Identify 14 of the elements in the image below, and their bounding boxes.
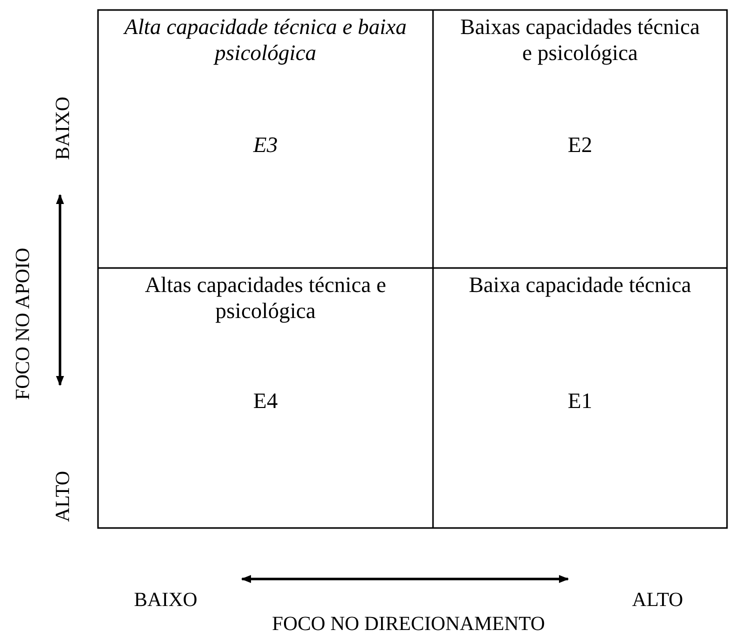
axis-title: FOCO NO APOIO bbox=[12, 248, 34, 400]
quadrant-code: E2 bbox=[568, 132, 592, 158]
quadrant-code: E1 bbox=[568, 388, 592, 414]
axis-end-label: ALTO bbox=[52, 470, 74, 522]
axis-end-label: BAIXO bbox=[134, 589, 198, 611]
quadrant-description: Baixas capacidades técnica e psicológica bbox=[459, 14, 701, 66]
axis-end-label: ALTO bbox=[632, 589, 684, 611]
axis-end-label: BAIXO bbox=[52, 96, 74, 160]
quadrant-description: Alta capacidade técnica e baixa psicológica bbox=[122, 14, 408, 66]
axis-title: FOCO NO DIRECIONAMENTO bbox=[272, 613, 545, 635]
quadrant-description: Baixa capacidade técnica bbox=[468, 272, 692, 298]
quadrant-code: E4 bbox=[253, 388, 278, 414]
quadrant-description: Altas capacidades técnica e psicológica bbox=[144, 272, 388, 324]
quadrant-code: E3 bbox=[253, 132, 278, 158]
